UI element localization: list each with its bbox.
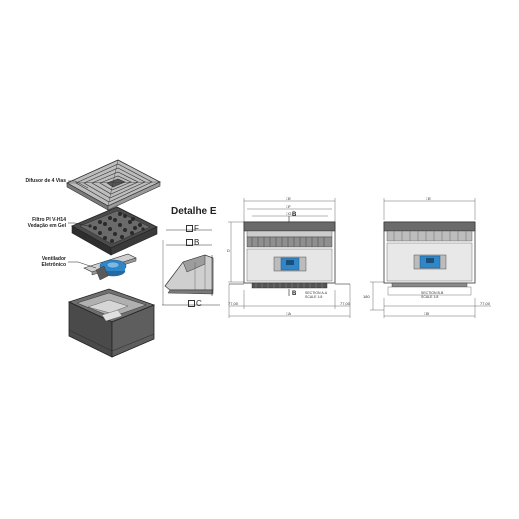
diffuser-part — [66, 159, 161, 211]
front-dim-side: D — [227, 248, 230, 253]
fan-part — [83, 253, 137, 281]
front-dim-bottom: □A — [286, 311, 292, 316]
callout-fan-line2: Eletrônico — [41, 262, 66, 268]
front-dim-top3: □G — [286, 211, 292, 216]
front-dim-right: 77,00 — [340, 301, 351, 306]
side-dim-top: □E — [426, 196, 432, 201]
front-section-note-2: SCALE 1:8 — [305, 295, 323, 299]
callout-filter: Filtro PI V-H14 Vedação em Gel — [0, 217, 66, 229]
detail-tag-b: B — [186, 238, 199, 247]
side-dim-height: 180 — [363, 294, 370, 299]
detail-tag-b-label: B — [194, 238, 200, 247]
housing-box-part — [67, 288, 156, 358]
side-dim-bottom: □B — [424, 311, 430, 316]
filter-part — [71, 206, 158, 256]
front-section-view — [228, 198, 351, 318]
detail-e-drawing — [162, 229, 220, 306]
side-section-note-1: SECTION B-B — [421, 291, 444, 295]
detail-tag-f: F — [186, 224, 199, 233]
side-section-view — [370, 198, 491, 318]
side-dim-right: 77,00 — [480, 301, 491, 306]
detail-tag-c: C — [188, 299, 202, 308]
callout-leaders — [68, 180, 97, 269]
callout-filter-line2: Vedação em Gel — [27, 223, 66, 229]
front-dim-top1: □E — [286, 196, 292, 201]
front-section-mark-top: B — [292, 212, 297, 218]
front-section-note: SECTION A-A SCALE 1:8 — [305, 291, 327, 299]
square-symbol-icon — [186, 224, 193, 232]
side-section-note-2: SCALE 1:8 — [421, 295, 439, 299]
front-dim-left: 77,00 — [228, 301, 239, 306]
callout-fan-line1: Ventilador — [41, 256, 66, 262]
callout-fan: Ventilador Eletrônico — [0, 256, 66, 268]
front-section-mark-bottom: B — [292, 291, 297, 297]
detail-tag-c-label: C — [196, 299, 202, 308]
square-symbol-icon — [188, 299, 195, 307]
front-section-note-1: SECTION A-A — [305, 291, 328, 295]
square-symbol-icon — [186, 238, 193, 246]
detail-tag-f-label: F — [194, 224, 199, 233]
detail-e-title: Detalhe E — [171, 206, 217, 217]
side-section-note: SECTION B-B SCALE 1:8 — [421, 291, 443, 299]
callout-filter-line1: Filtro PI V-H14 — [32, 217, 66, 223]
front-dim-top2: □F — [286, 204, 291, 209]
callout-diffuser: Difusor de 4 Vias — [25, 178, 66, 184]
